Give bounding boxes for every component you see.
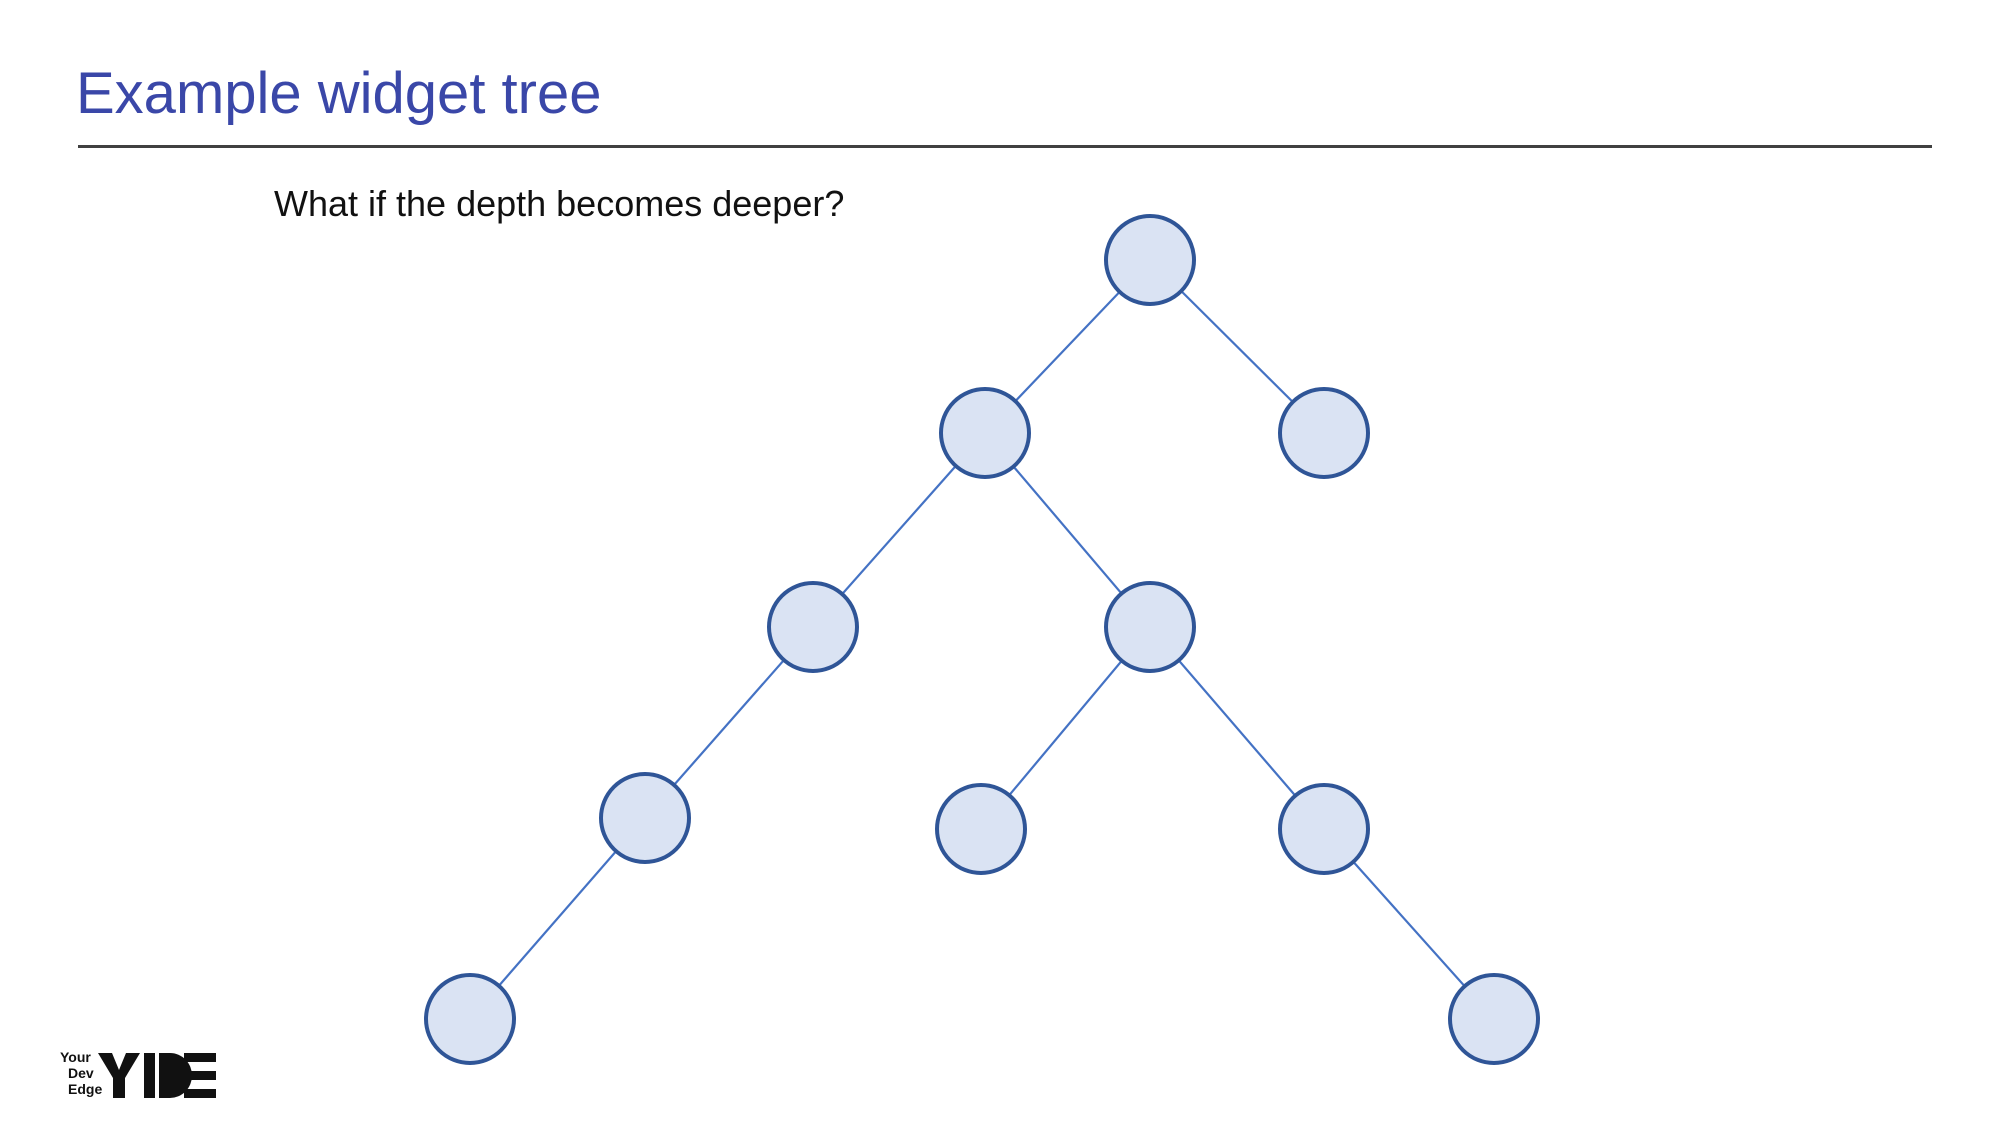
tree-node-H — [1278, 783, 1370, 875]
slide-subtitle: What if the depth becomes deeper? — [274, 183, 845, 224]
tree-node-C — [1278, 387, 1370, 479]
slide-title: Example widget tree — [76, 61, 602, 126]
tree-node-I — [424, 973, 516, 1065]
tree-node-F — [599, 772, 691, 864]
svg-text:Dev: Dev — [68, 1065, 94, 1081]
title-divider — [78, 145, 1932, 148]
tree-node-A — [1104, 214, 1196, 306]
tree-node-G — [935, 783, 1027, 875]
tree-node-D — [767, 581, 859, 673]
svg-text:Edge: Edge — [68, 1081, 102, 1097]
svg-text:Your: Your — [60, 1049, 91, 1065]
tree-node-E — [1104, 581, 1196, 673]
tree-node-J — [1448, 973, 1540, 1065]
yde-logo: Your Dev Edge — [60, 1049, 216, 1098]
tree-node-B — [939, 387, 1031, 479]
